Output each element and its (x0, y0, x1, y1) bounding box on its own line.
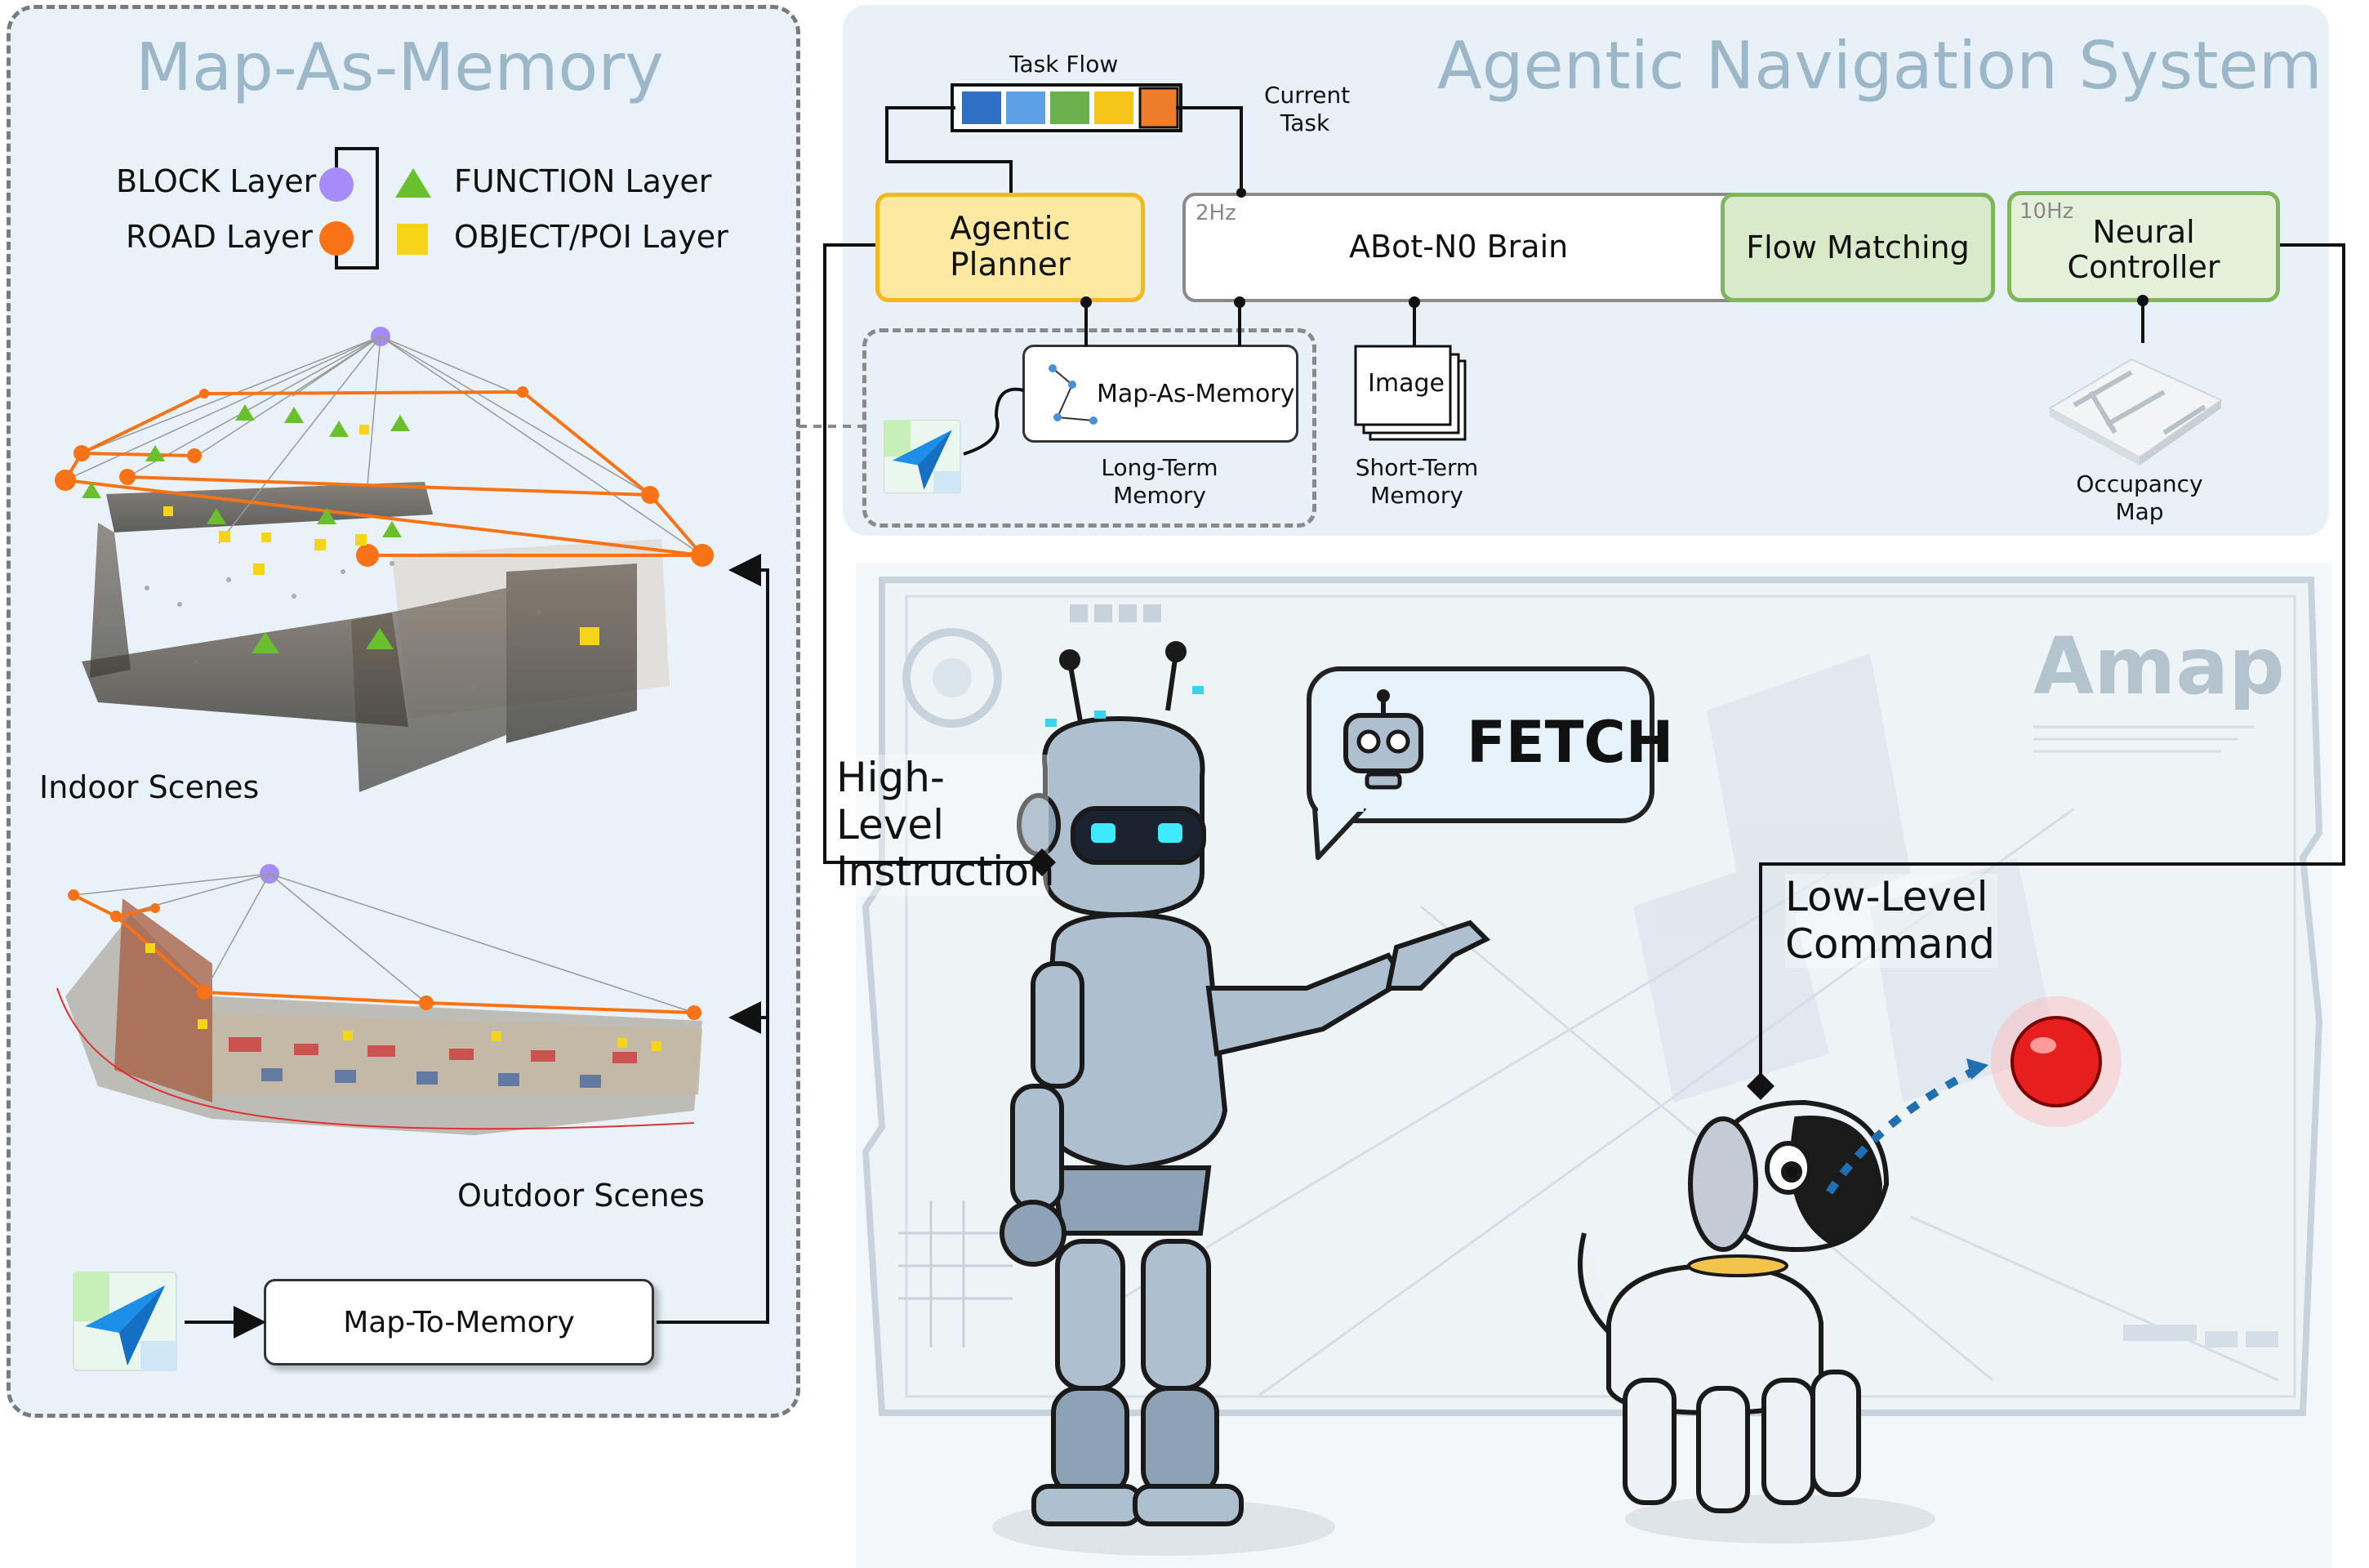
controller-rate-label: 10Hz (2019, 199, 2074, 224)
block-layer-circle-icon (319, 167, 354, 202)
indoor-scenes-label: Indoor Scenes (39, 769, 260, 805)
task-flow-label: Task Flow (1009, 51, 1119, 78)
task-block-2 (1006, 91, 1045, 124)
fetch-command-text: FETCH (1467, 709, 1674, 776)
outdoor-scene-pointcloud (56, 864, 702, 1135)
current-task-label: Current Task (1264, 82, 1351, 136)
task-flow-queue (951, 83, 1182, 132)
image-stack-icon (1354, 345, 1467, 441)
agentic-planner-label: Agentic Planner (950, 211, 1071, 283)
legend-symbols (319, 147, 431, 270)
amap-small-logo-icon (884, 420, 961, 494)
task-block-1 (962, 91, 1001, 124)
function-layer-triangle-icon (395, 168, 431, 198)
map-as-memory-label: Map-As-Memory (1097, 380, 1295, 408)
flow-matching-box: Flow Matching (1721, 193, 1995, 302)
brain-rate-label: 2Hz (1196, 201, 1236, 225)
long-term-memory-label: Long-Term Memory (1101, 454, 1218, 509)
indoor-scene-pointcloud (55, 327, 714, 792)
brain-label: ABot-N0 Brain (1349, 229, 1569, 265)
robot-head-icon (1343, 689, 1423, 790)
legend-block-label: BLOCK Layer (116, 163, 317, 199)
legend-road-label: ROAD Layer (126, 219, 313, 255)
occupancy-map-icon (2047, 358, 2224, 466)
road-layer-circle-icon (319, 221, 354, 256)
outdoor-scenes-label: Outdoor Scenes (457, 1178, 705, 1214)
speech-bubble-tail (1312, 808, 1366, 860)
neural-controller-label: Neural Controller (2067, 214, 2220, 285)
image-label: Image (1368, 369, 1445, 398)
map-to-memory-box: Map-To-Memory (264, 1279, 654, 1365)
legend-object-label: OBJECT/POI Layer (454, 219, 728, 255)
agentic-planner-box: Agentic Planner (875, 193, 1145, 302)
map-as-memory-box: Map-As-Memory (1022, 345, 1298, 443)
low-level-command-label: Low-Level Command (1785, 873, 1997, 968)
panel-title-agentic-navigation: Agentic Navigation System (1437, 28, 2322, 104)
short-term-memory-label: Short-Term Memory (1355, 454, 1479, 509)
legend-function-label: FUNCTION Layer (454, 163, 712, 199)
graph-icon (1049, 364, 1098, 425)
object-layer-square-icon (397, 224, 428, 255)
panel-title-map-as-memory: Map-As-Memory (136, 29, 664, 105)
high-level-instruction-label: High-Level Instruction (836, 754, 1055, 896)
task-block-4 (1094, 91, 1133, 124)
task-block-3 (1050, 91, 1089, 124)
long-term-memory-group (862, 328, 1316, 528)
amap-backdrop-brand: Amap (2033, 621, 2285, 712)
neural-controller-box: 10Hz Neural Controller (2007, 191, 2280, 302)
amap-logo-icon (73, 1272, 177, 1371)
robot-scene-illustration (856, 564, 2332, 1568)
occupancy-map-label: Occupancy Map (2076, 470, 2203, 525)
